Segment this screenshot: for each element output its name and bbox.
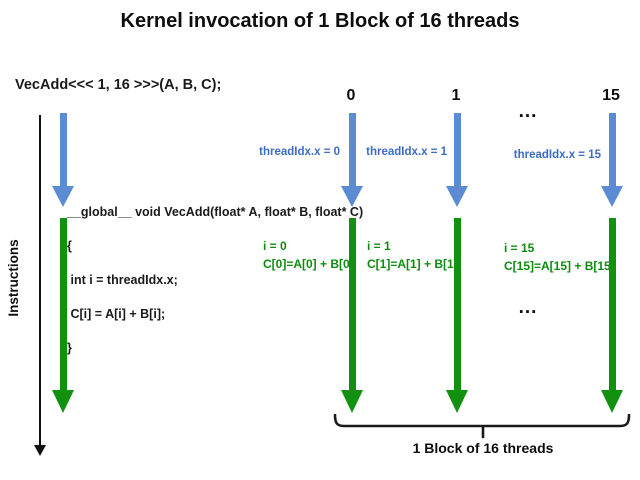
- code-line-close-brace: }: [67, 341, 72, 355]
- block-bracket-icon: [333, 414, 631, 439]
- code-line-open-brace: {: [67, 239, 72, 253]
- thread-15-launch-arrow-icon: [601, 113, 623, 207]
- block-size-label: 1 Block of 16 threads: [412, 440, 554, 456]
- thread-15-idx-label: threadIdx.x = 15: [513, 149, 601, 161]
- host-launch-arrow-icon: [52, 113, 74, 207]
- code-line-add: C[i] = A[i] + B[i];: [67, 307, 166, 321]
- timeline-arrow-line: [39, 115, 41, 446]
- threads-ellipsis-bottom: ...: [518, 297, 538, 318]
- thread-0-execute-arrow-icon: [341, 218, 363, 413]
- thread-1-header: 1: [451, 87, 461, 104]
- kernel-call-code: VecAdd<<< 1, 16 >>>(A, B, C);: [15, 77, 222, 93]
- diagram-title: Kernel invocation of 1 Block of 16 threa…: [120, 10, 520, 32]
- thread-1-idx-label: threadIdx.x = 1: [366, 146, 447, 158]
- thread-0-launch-arrow-icon: [341, 113, 363, 207]
- thread-1-launch-arrow-icon: [446, 113, 468, 207]
- thread-15-header: 15: [602, 87, 620, 104]
- thread-0-header: 0: [346, 87, 356, 104]
- code-line-index: int i = threadIdx.x;: [67, 273, 178, 287]
- host-execute-arrow-icon: [52, 218, 74, 413]
- kernel-source-code: __global__ void VecAdd(float* A, float* …: [67, 204, 363, 357]
- thread-15-execute-arrow-icon: [601, 218, 623, 413]
- code-line-signature: __global__ void VecAdd(float* A, float* …: [67, 205, 364, 219]
- thread-0-idx-label: threadIdx.x = 0: [259, 146, 340, 158]
- threads-ellipsis-top: ...: [518, 101, 538, 122]
- instructions-axis-label: Instructions: [6, 239, 21, 317]
- timeline-arrow-head-icon: [34, 445, 46, 456]
- thread-1-execute-arrow-icon: [446, 218, 468, 413]
